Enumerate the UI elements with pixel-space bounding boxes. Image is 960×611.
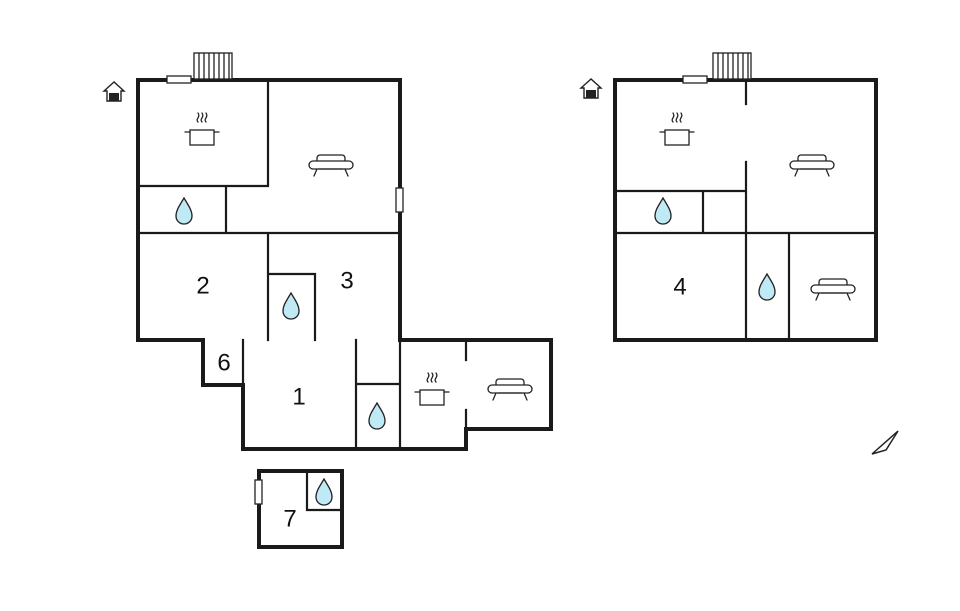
upper-floor-plan: 4 xyxy=(580,52,878,342)
water-drop-icon xyxy=(175,197,193,225)
window xyxy=(682,75,708,84)
water-drop-icon xyxy=(758,273,776,301)
annex-plan: 7 xyxy=(254,469,344,549)
interior-walls xyxy=(305,469,344,512)
water-drop-icon xyxy=(368,402,386,430)
entrance-house-icon xyxy=(103,81,125,102)
window xyxy=(254,479,263,505)
sofa-icon xyxy=(810,278,856,301)
entrance-house-icon xyxy=(580,78,602,99)
room-label: 1 xyxy=(292,384,305,411)
room-label: 4 xyxy=(673,274,686,301)
sofa-icon xyxy=(487,378,533,401)
interior-walls xyxy=(613,78,878,342)
room-label: 7 xyxy=(283,506,296,533)
cooking-pot-icon xyxy=(659,112,695,146)
water-drop-icon xyxy=(315,478,333,506)
room-label: 6 xyxy=(217,350,230,377)
interior-walls xyxy=(136,78,468,451)
window xyxy=(166,75,192,84)
stairs-icon xyxy=(712,52,752,80)
room-label: 3 xyxy=(340,268,353,295)
sofa-icon xyxy=(789,154,835,177)
cooking-pot-icon xyxy=(414,372,450,406)
room-label: 2 xyxy=(196,273,209,300)
stairs-icon xyxy=(193,52,233,80)
ground-floor-plan: 2 3 6 1 xyxy=(103,52,553,451)
water-drop-icon xyxy=(282,292,300,320)
sofa-icon xyxy=(308,154,354,177)
water-drop-icon xyxy=(654,197,672,225)
north-arrow-icon xyxy=(871,430,899,455)
cooking-pot-icon xyxy=(184,112,220,146)
window xyxy=(395,187,404,213)
